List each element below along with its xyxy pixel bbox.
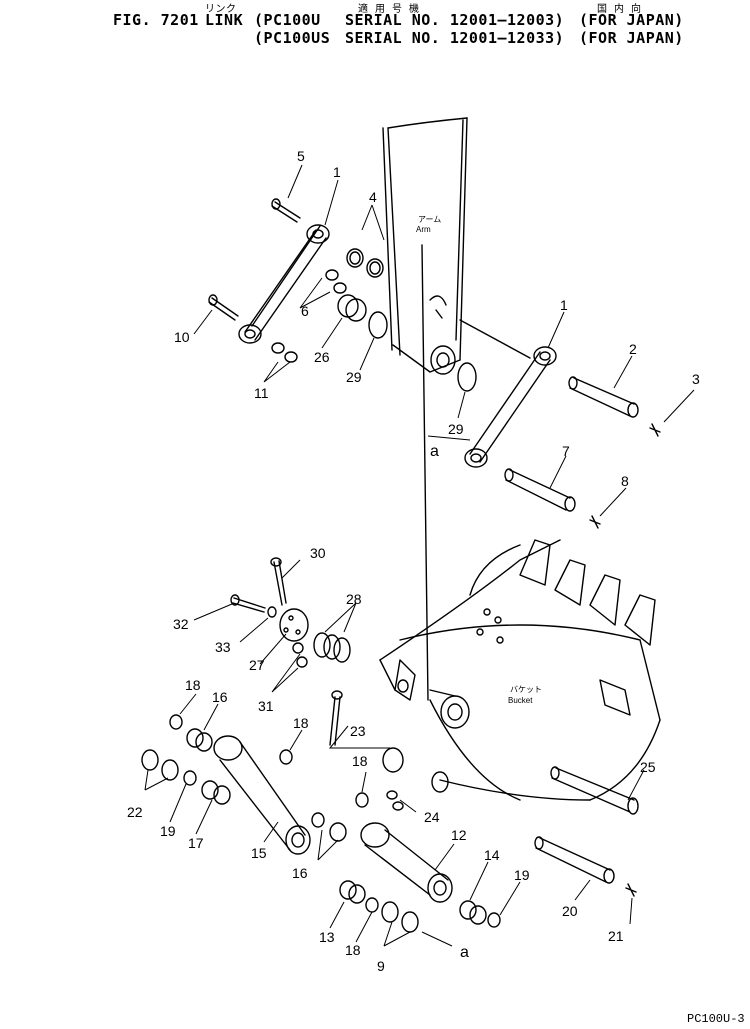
callout: 26 bbox=[314, 349, 330, 365]
callout: 8 bbox=[621, 473, 629, 489]
bucket-drawing bbox=[379, 539, 661, 801]
callout: 31 bbox=[258, 698, 274, 714]
callout: 20 bbox=[562, 903, 578, 919]
callout: 18 bbox=[352, 753, 368, 769]
callout: 16 bbox=[212, 689, 228, 705]
callout: 28 bbox=[346, 591, 362, 607]
callout: 22 bbox=[127, 804, 143, 820]
ref-a-lower: a bbox=[460, 944, 469, 961]
callout: 18 bbox=[293, 715, 309, 731]
callout: 10 bbox=[174, 329, 190, 345]
callout: 17 bbox=[188, 835, 204, 851]
callout: 33 bbox=[215, 639, 231, 655]
pin-2 bbox=[568, 376, 639, 418]
leader-lines bbox=[144, 164, 695, 947]
link-12 bbox=[360, 822, 453, 903]
callout: 15 bbox=[251, 845, 267, 861]
callout: 7 bbox=[562, 443, 570, 459]
callout: 25 bbox=[640, 759, 656, 775]
pin-7 bbox=[504, 468, 576, 512]
callout: 9 bbox=[377, 958, 385, 974]
callout: 21 bbox=[608, 928, 624, 944]
destination-2: (FOR JAPAN) bbox=[579, 29, 684, 47]
arm-label-jp: アーム bbox=[418, 215, 441, 224]
ref-a-upper: a bbox=[430, 443, 439, 460]
callout: 5 bbox=[297, 148, 305, 164]
link-15 bbox=[213, 735, 311, 855]
callout-numbers: 5 1 4 10 6 26 29 11 1 2 3 29 7 8 30 28 3… bbox=[127, 148, 700, 974]
callout: 23 bbox=[350, 723, 366, 739]
callout: 18 bbox=[185, 677, 201, 693]
callout: 29 bbox=[448, 421, 464, 437]
model-1: (PC100U bbox=[254, 11, 321, 29]
figure-title: LINK bbox=[205, 11, 244, 29]
header-jp-link: リンク bbox=[205, 4, 237, 15]
arm-label: Arm bbox=[416, 225, 431, 234]
bucket-label: Bucket bbox=[508, 696, 533, 705]
callout: 3 bbox=[692, 371, 700, 387]
serial-2: SERIAL NO. 12001–12033) bbox=[345, 29, 565, 47]
model-2: (PC100US bbox=[254, 29, 331, 47]
callout: 19 bbox=[514, 867, 530, 883]
callout: 1 bbox=[560, 297, 568, 313]
link-1-right bbox=[464, 346, 557, 468]
header-jp-models: 適 用 号 機 bbox=[358, 4, 420, 15]
header-jp-domestic: 国 内 向 bbox=[597, 4, 642, 15]
callout: 16 bbox=[292, 865, 308, 881]
callout: 11 bbox=[254, 385, 269, 401]
callout: 6 bbox=[301, 303, 309, 319]
serial-1: SERIAL NO. 12001–12003) bbox=[345, 11, 565, 29]
page-code: PC100U-3 bbox=[687, 1012, 745, 1026]
figure-number: FIG. 7201 bbox=[113, 11, 199, 29]
callout: 14 bbox=[484, 847, 500, 863]
callout: 2 bbox=[629, 341, 637, 357]
callout: 13 bbox=[319, 929, 335, 945]
callout: 29 bbox=[346, 369, 362, 385]
callout: 30 bbox=[310, 545, 326, 561]
callout: 18 bbox=[345, 942, 361, 958]
pin-25 bbox=[550, 766, 639, 815]
callout: 1 bbox=[333, 164, 341, 180]
bolt-10 bbox=[208, 294, 239, 321]
destination-1: (FOR JAPAN) bbox=[579, 11, 684, 29]
callout: 19 bbox=[160, 823, 176, 839]
callout: 12 bbox=[451, 827, 467, 843]
callout: 4 bbox=[369, 189, 377, 205]
link-1-upper-left bbox=[238, 224, 330, 344]
arm-drawing bbox=[382, 117, 531, 701]
callout: 24 bbox=[424, 809, 440, 825]
figure-header: リンク 適 用 号 機 国 内 向 FIG. 7201 LINK (PC100U… bbox=[0, 0, 750, 50]
bucket-label-jp: バケット bbox=[510, 685, 542, 694]
callout: 32 bbox=[173, 616, 189, 632]
pin-20 bbox=[534, 836, 615, 884]
bolt-5 bbox=[271, 198, 301, 223]
callout: 27 bbox=[249, 657, 265, 673]
